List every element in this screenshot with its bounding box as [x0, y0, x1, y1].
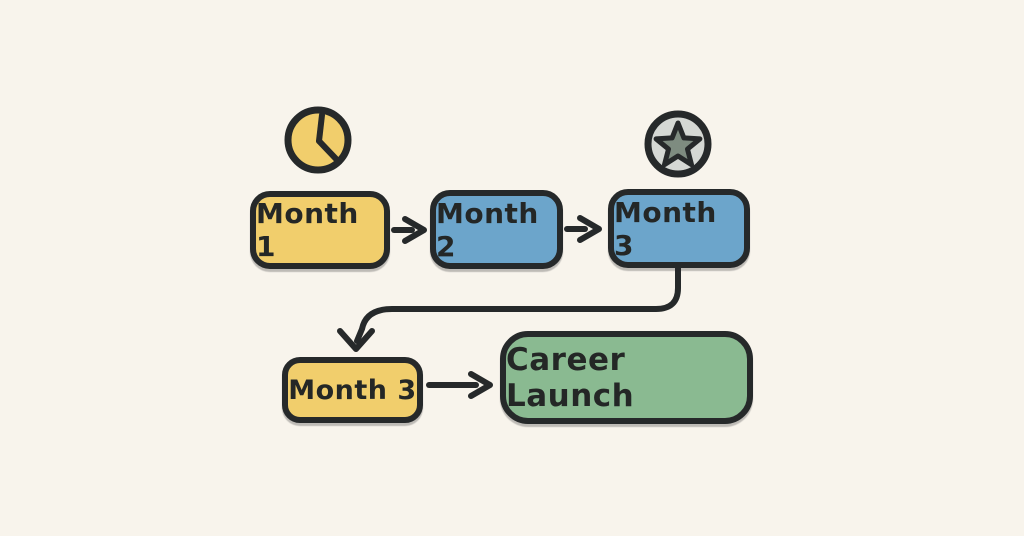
node-month-2-label: Month 2 — [436, 196, 539, 263]
node-month-1-label: Month 1 — [256, 197, 359, 263]
node-month-3-top-label: Month 3 — [614, 195, 717, 262]
node-month-3-bottom: Month 3 — [282, 357, 423, 423]
node-month-1: Month 1 — [250, 191, 390, 269]
arrow-month1-to-month2 — [391, 216, 427, 244]
node-month-3-top: Month 3 — [608, 189, 750, 268]
star-icon — [644, 110, 712, 178]
node-career-launch: Career Launch — [500, 331, 753, 424]
clock-icon — [284, 106, 352, 174]
node-month-3-bottom-label: Month 3 — [288, 374, 417, 406]
arrow-month3-top-to-month3-bottom — [337, 264, 681, 352]
node-career-launch-label: Career Launch — [506, 341, 635, 414]
node-month-2: Month 2 — [430, 190, 563, 269]
arrow-month2-to-month3 — [564, 215, 602, 243]
arrow-month3-bottom-to-career-launch — [426, 371, 493, 399]
